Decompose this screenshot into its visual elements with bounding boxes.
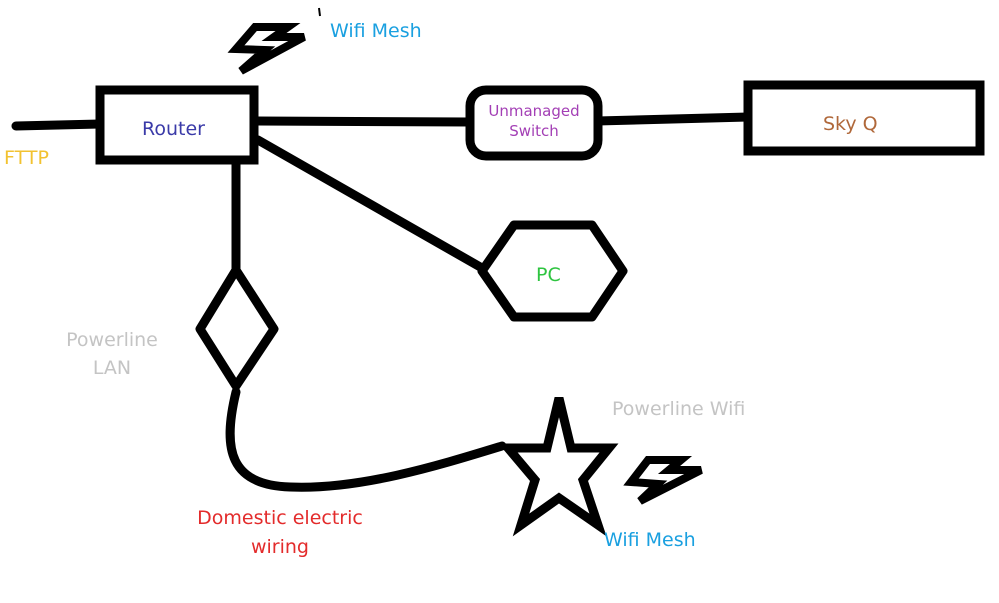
powerline-lan-diamond-icon: [195, 265, 279, 391]
wifi-mesh-top-lightning-bolt-icon: [227, 23, 306, 75]
domestic-wiring-line2: wiring: [250, 536, 309, 558]
router-label: Router: [142, 118, 205, 140]
switch-label-line1: Unmanaged: [488, 102, 580, 120]
wifi-mesh-top-label: Wifi Mesh: [330, 20, 422, 42]
switch-node: [465, 85, 603, 161]
pc-label: PC: [536, 264, 561, 286]
powerline-lan-line2: LAN: [92, 357, 132, 379]
domestic-wiring-line1: Domestic electric: [197, 507, 363, 529]
skyq-node: [743, 80, 985, 156]
pc-hexagon-icon: [477, 220, 628, 322]
fttp-label: FTTP: [4, 147, 49, 169]
switch-label-line2: Switch: [509, 122, 559, 140]
powerline-lan-line1: Powerline: [66, 329, 158, 351]
domestic-wiring-cable: [225, 387, 507, 492]
fttp-connection: [11, 119, 105, 131]
router-node: [95, 85, 259, 165]
tick-mark: [318, 7, 321, 17]
skyq-label: Sky Q: [823, 113, 878, 135]
router-switch-connection: [251, 116, 475, 127]
switch-skyq-connection: [592, 112, 753, 126]
domestic-wiring-label: Domestic electric wiring: [190, 504, 370, 562]
wifi-mesh-bottom-label: Wifi Mesh: [604, 529, 696, 551]
powerline-lan-label: Powerline LAN: [62, 326, 162, 382]
wifi-mesh-bottom-lightning-bolt-icon: [623, 456, 703, 505]
switch-label: Unmanaged Switch: [472, 101, 596, 141]
powerline-wifi-label: Powerline Wifi: [612, 398, 746, 420]
powerline-wifi-star-icon: [498, 396, 619, 537]
router-pc-connection: [253, 135, 487, 273]
